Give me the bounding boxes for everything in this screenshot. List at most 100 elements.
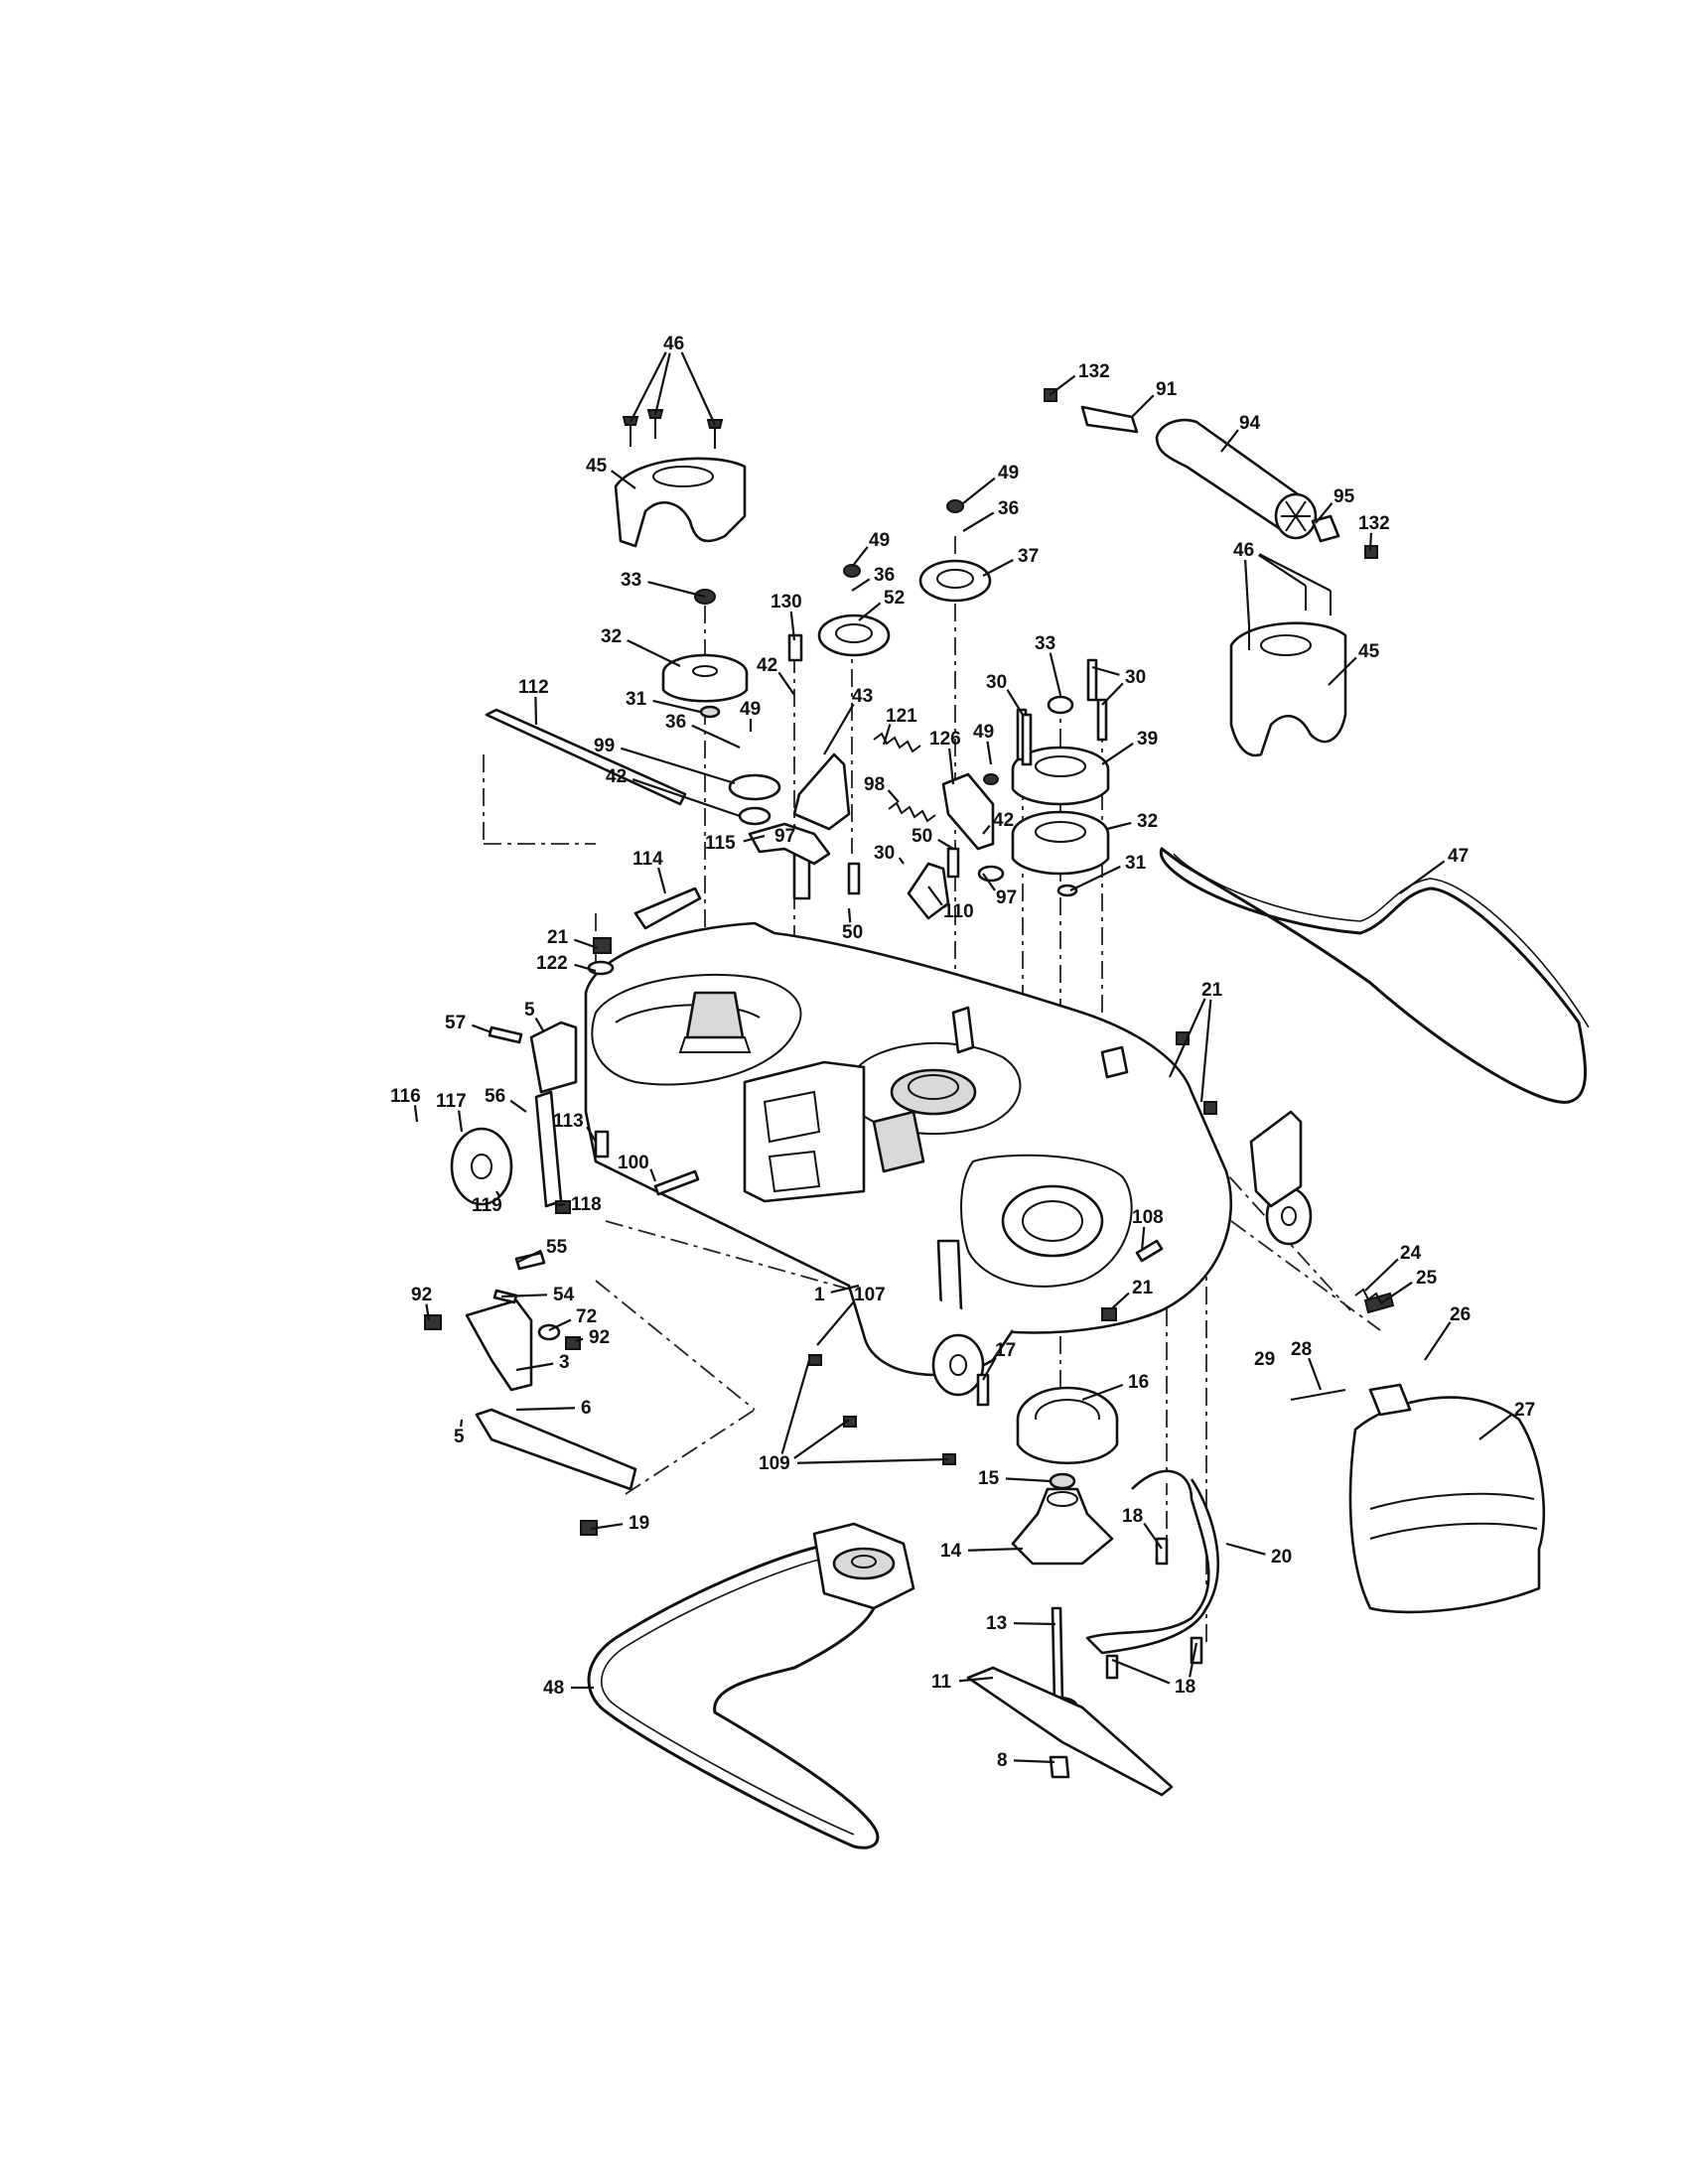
- leader-line: [621, 747, 736, 785]
- leader-line: [1368, 532, 1373, 552]
- callout-14: 14: [940, 1541, 962, 1562]
- callout-16: 16: [1128, 1372, 1149, 1393]
- leader-line: [967, 1547, 1024, 1552]
- callout-29: 29: [1254, 1349, 1275, 1370]
- leader-line: [1258, 554, 1307, 587]
- leader-line: [627, 638, 681, 667]
- leader-line: [1140, 1226, 1146, 1252]
- callout-107: 107: [854, 1285, 886, 1305]
- callout-50: 50: [842, 922, 863, 943]
- callout-98: 98: [864, 774, 885, 795]
- leader-line: [1244, 559, 1251, 626]
- callout-132: 132: [1358, 513, 1390, 534]
- spindle-assembly: [966, 1386, 1174, 1797]
- leader-line: [982, 1357, 997, 1381]
- leader-line: [982, 559, 1014, 577]
- callout-56: 56: [485, 1086, 505, 1107]
- callout-33: 33: [1035, 633, 1055, 654]
- leader-line: [1101, 743, 1134, 765]
- callout-27: 27: [1514, 1400, 1535, 1421]
- leader-line: [515, 1362, 554, 1372]
- callout-57: 57: [445, 1013, 466, 1033]
- leader-line: [647, 581, 706, 599]
- callout-36: 36: [998, 498, 1019, 519]
- leader-line: [574, 938, 599, 950]
- callout-92: 92: [589, 1327, 610, 1348]
- leader-line: [652, 699, 701, 714]
- leader-line: [1308, 1357, 1323, 1391]
- callout-33: 33: [621, 570, 641, 591]
- leader-line: [653, 352, 671, 416]
- leader-line: [1069, 865, 1121, 891]
- leader-line: [534, 1017, 545, 1033]
- callout-17: 17: [995, 1340, 1016, 1361]
- callout-3: 3: [559, 1352, 570, 1373]
- callout-32: 32: [601, 626, 622, 647]
- callout-116: 116: [390, 1086, 421, 1107]
- callout-72: 72: [576, 1306, 597, 1327]
- leader-line: [858, 602, 882, 621]
- callout-122: 122: [536, 953, 568, 974]
- callout-49: 49: [998, 463, 1019, 483]
- callout-30: 30: [874, 843, 895, 864]
- leader-line: [413, 1105, 419, 1123]
- leader-line: [1258, 553, 1332, 592]
- leader-line: [948, 748, 955, 785]
- leader-line: [515, 1249, 542, 1264]
- leader-line: [657, 867, 667, 894]
- leader-line: [590, 1523, 624, 1531]
- leader-line: [471, 1024, 492, 1034]
- callout-15: 15: [978, 1468, 1000, 1489]
- leader-line: [793, 825, 798, 830]
- callout-100: 100: [618, 1153, 649, 1173]
- callout-18: 18: [1122, 1506, 1143, 1527]
- callout-47: 47: [1448, 846, 1469, 867]
- leader-line: [586, 1126, 597, 1143]
- callout-112: 112: [518, 677, 549, 698]
- callout-19: 19: [629, 1513, 649, 1534]
- callout-24: 24: [1400, 1243, 1422, 1264]
- callout-leaders: [413, 351, 1512, 1764]
- leader-line: [1081, 1383, 1124, 1402]
- callout-37: 37: [1018, 546, 1039, 567]
- callout-92: 92: [411, 1285, 432, 1305]
- leader-line: [1049, 374, 1076, 396]
- leader-line: [789, 611, 796, 641]
- callout-49: 49: [740, 699, 761, 720]
- callout-42: 42: [606, 766, 627, 787]
- leader-line: [1111, 1292, 1130, 1309]
- leader-line: [691, 724, 741, 749]
- callout-5: 5: [524, 1000, 535, 1021]
- leader-line: [515, 1407, 576, 1412]
- callout-132: 132: [1078, 361, 1110, 382]
- callout-13: 13: [986, 1613, 1007, 1634]
- leader-line: [1131, 394, 1155, 418]
- leader-line: [816, 1300, 856, 1346]
- leader-line: [1091, 665, 1120, 676]
- right-spindle-cover: [1229, 621, 1347, 757]
- leader-line: [425, 1303, 431, 1321]
- callout-45: 45: [586, 456, 608, 477]
- callout-42: 42: [757, 655, 777, 676]
- callout-108: 108: [1132, 1207, 1164, 1228]
- callout-118: 118: [571, 1194, 602, 1215]
- leader-line: [632, 778, 741, 818]
- callout-49: 49: [869, 530, 890, 551]
- callout-50: 50: [912, 826, 932, 847]
- callout-121: 121: [886, 706, 917, 727]
- leader-line: [458, 1110, 464, 1133]
- leader-line: [575, 1337, 584, 1343]
- callout-11: 11: [931, 1672, 952, 1693]
- clutch-assembly: [812, 1522, 915, 1610]
- leader-line: [1199, 999, 1212, 1103]
- leader-line: [574, 963, 597, 973]
- leader-line: [793, 1419, 850, 1459]
- leader-line: [1364, 1258, 1399, 1292]
- callout-117: 117: [436, 1091, 467, 1112]
- left-spindle-cover: [614, 457, 747, 548]
- leader-line: [1315, 502, 1333, 524]
- callout-99: 99: [594, 736, 615, 756]
- callout-113: 113: [553, 1111, 584, 1132]
- callout-55: 55: [546, 1237, 568, 1258]
- deck-housing: [584, 842, 1233, 1377]
